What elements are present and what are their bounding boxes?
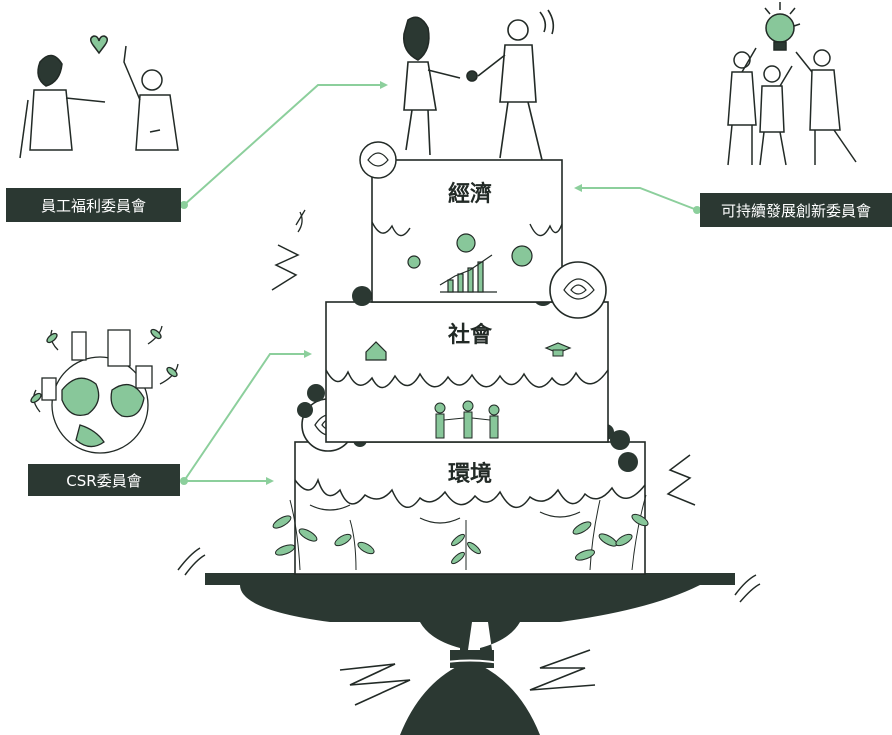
tier-label-environment: 環境 xyxy=(447,462,493,487)
house-icon xyxy=(365,341,387,361)
connector-sustain-to-economy xyxy=(574,184,701,214)
connector-employee-to-topper xyxy=(180,81,388,209)
connector-csr-to-society xyxy=(180,350,312,485)
connectors xyxy=(180,81,701,485)
tier-label-society: 社會 xyxy=(447,323,493,348)
csr-committee-label: CSR委員會 xyxy=(28,464,180,496)
cake-tier-economy xyxy=(271,141,696,506)
business-handshake-icon xyxy=(402,9,555,161)
growth-chart-icon xyxy=(439,254,497,293)
graduation-cap-icon xyxy=(544,342,572,357)
tier-label-economy: 經濟 xyxy=(447,182,493,207)
couple-waving-heart-icon xyxy=(19,35,179,159)
cake-stand xyxy=(177,547,761,735)
connector-csr-to-environment xyxy=(184,477,274,485)
employee-welfare-committee-label: 員工福利委員會 xyxy=(6,188,181,222)
globe-city-plants-icon xyxy=(30,325,179,454)
rose-decoration-icon xyxy=(359,141,397,179)
cake-tier-environment xyxy=(272,398,649,575)
team-lightbulb-icon xyxy=(727,2,857,166)
sustainable-innovation-committee-label: 可持續發展創新委員會 xyxy=(700,193,892,227)
coin-icon xyxy=(407,233,533,269)
people-holding-hands-icon xyxy=(434,400,500,439)
rose-decoration-icon xyxy=(549,261,607,319)
